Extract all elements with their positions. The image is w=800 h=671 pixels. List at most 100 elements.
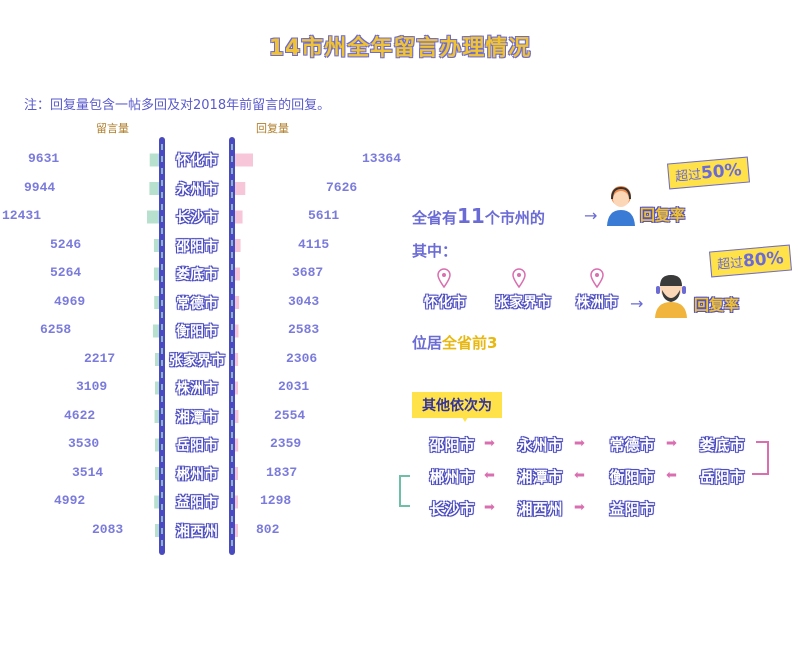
highlight-city-3: 株洲市 xyxy=(576,295,618,311)
left-value-label: 3514 xyxy=(72,464,104,480)
rank-gold: 全省前 xyxy=(442,334,488,352)
right-series-label: 回复量 xyxy=(256,122,289,135)
highlight-city-2: 张家界市 xyxy=(495,295,551,311)
chart-note: 注：回复量包含一帖多回及对2018年前留言的回复。 xyxy=(24,98,331,113)
bar-left-1 xyxy=(149,182,159,195)
right-value-label: 2583 xyxy=(288,322,320,337)
right-value-label: 2554 xyxy=(274,407,306,423)
left-value-label: 5246 xyxy=(50,236,82,252)
bar-left-13 xyxy=(155,524,159,537)
bar-right-3 xyxy=(235,239,241,252)
left-value-label: 9944 xyxy=(24,179,56,195)
bar-right-4 xyxy=(235,267,240,281)
category-label: 湘西州 xyxy=(176,523,218,540)
reply-rate-label-2: 回复率 xyxy=(694,296,740,314)
bar-left-6 xyxy=(152,324,159,338)
bar-right-8 xyxy=(235,381,238,395)
summary-arrow-1: → xyxy=(584,206,598,225)
bar-left-7 xyxy=(155,353,159,366)
bar-left-4 xyxy=(153,267,159,281)
rank-line: 位居全省前3 xyxy=(412,332,497,353)
right-value-label: 2031 xyxy=(278,379,310,394)
left-value-label: 6258 xyxy=(40,322,72,337)
right-value-label: 2359 xyxy=(270,436,302,451)
left-series-label: 留言量 xyxy=(96,122,129,135)
bar-right-6 xyxy=(235,324,239,338)
seq-city: 长沙市 xyxy=(429,500,475,518)
rank-pre: 位居 xyxy=(412,334,443,352)
bar-left-2 xyxy=(147,210,159,224)
left-value-label: 9631 xyxy=(28,151,60,166)
bar-right-10 xyxy=(235,438,239,452)
right-value-label: 1298 xyxy=(260,493,292,508)
location-pin-icon xyxy=(437,268,451,292)
seq-arrow-left: ⬅ xyxy=(574,468,585,483)
seq-arrow-right: ➡ xyxy=(484,500,495,515)
bar-left-8 xyxy=(155,381,159,395)
category-label: 岳阳市 xyxy=(176,438,218,454)
left-value-label: 2083 xyxy=(92,521,124,537)
right-value-label: 2306 xyxy=(286,350,318,366)
left-value-label: 3109 xyxy=(76,379,108,394)
left-value-label: 4622 xyxy=(64,407,96,423)
seq-city: 岳阳市 xyxy=(699,468,745,486)
seq-city: 郴州市 xyxy=(429,468,475,486)
left-value-label: 4969 xyxy=(54,293,86,309)
reply-rate-label-1: 回复率 xyxy=(640,206,686,224)
summary-line-1-pre: 全省有 xyxy=(412,209,458,227)
seq-arrow-right: ➡ xyxy=(484,436,495,451)
seq-connectors xyxy=(399,441,769,507)
others-tag: 其他依次为 xyxy=(412,392,502,418)
seq-city: 益阳市 xyxy=(609,500,655,518)
badge-2-pre: 超过 xyxy=(716,255,744,273)
left-value-label: 4992 xyxy=(54,493,86,508)
bar-right-9 xyxy=(235,410,239,423)
bar-left-10 xyxy=(155,438,159,452)
bearded-avatar-icon xyxy=(652,272,690,322)
bar-right-12 xyxy=(235,495,238,509)
bar-right-13 xyxy=(235,524,238,537)
left-value-label: 5264 xyxy=(50,265,82,280)
left-value-label: 12431 xyxy=(2,208,42,223)
seq-city: 永州市 xyxy=(517,436,563,454)
among-label: 其中： xyxy=(412,242,458,260)
category-label: 张家界市 xyxy=(169,352,225,369)
others-tag-pointer xyxy=(460,414,470,422)
bar-left-11 xyxy=(155,467,159,480)
category-label: 长沙市 xyxy=(176,210,218,226)
right-value-label: 3687 xyxy=(292,265,324,280)
bar-right-7 xyxy=(235,353,239,366)
seq-arrow-left: ⬅ xyxy=(666,468,677,483)
bar-right-5 xyxy=(235,296,240,309)
bar-left-5 xyxy=(154,296,159,309)
summary-arrow-2: → xyxy=(630,294,644,313)
bar-left-0 xyxy=(149,153,159,167)
seq-arrow-right: ➡ xyxy=(666,436,677,451)
right-value-label: 1837 xyxy=(266,464,298,480)
right-value-label: 13364 xyxy=(362,151,402,166)
location-pin-icon xyxy=(512,268,526,292)
summary-line-1-post: 个市州的 xyxy=(484,209,545,227)
bar-right-1 xyxy=(235,182,246,195)
right-value-label: 3043 xyxy=(288,293,320,309)
category-label: 衡阳市 xyxy=(176,324,218,340)
seq-arrow-right: ➡ xyxy=(574,436,585,451)
category-label: 怀化市 xyxy=(176,153,218,169)
category-label: 邵阳市 xyxy=(176,238,218,255)
seq-city: 常德市 xyxy=(609,436,655,454)
category-label: 娄底市 xyxy=(176,267,218,283)
category-label: 郴州市 xyxy=(176,466,218,483)
chart-title: 14市州全年留言办理情况 xyxy=(268,36,532,61)
bar-right-0 xyxy=(235,153,253,167)
right-value-label: 4115 xyxy=(298,236,330,252)
bar-left-9 xyxy=(154,410,159,423)
badge-1-value: 50% xyxy=(700,160,743,184)
seq-city: 娄底市 xyxy=(699,436,745,454)
badge-1-pre: 超过 xyxy=(674,167,702,185)
seq-arrow-left: ⬅ xyxy=(484,468,495,483)
seq-city: 邵阳市 xyxy=(429,436,475,454)
right-value-label: 5611 xyxy=(308,208,340,223)
seq-city: 衡阳市 xyxy=(609,468,655,486)
seq-city: 湘西州 xyxy=(517,500,563,518)
